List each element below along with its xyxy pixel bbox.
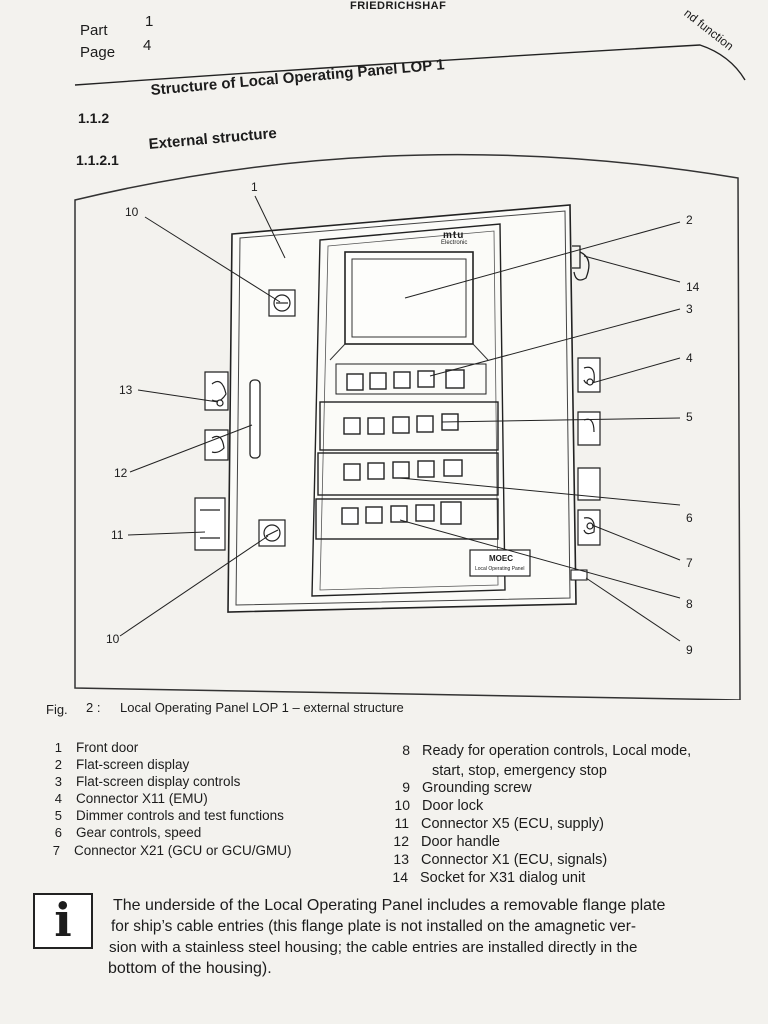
page-label: Page xyxy=(80,44,116,61)
callout-11: 11 xyxy=(111,528,124,542)
note-line-3: sion with a stainless steel housing; the… xyxy=(109,939,638,956)
callout-3: 3 xyxy=(686,302,693,316)
callout-14: 14 xyxy=(686,280,700,294)
figure-frame: mtu Electronic MOEC Local Operating Pane… xyxy=(73,118,743,700)
callout-5: 5 xyxy=(686,410,693,424)
label-plate-title: MOEC xyxy=(489,554,513,563)
note-line-1: The underside of the Local Operating Pan… xyxy=(113,897,666,914)
part-label: Part xyxy=(80,22,108,39)
callout-1: 1 xyxy=(251,180,258,194)
brand-sub: Electronic xyxy=(441,240,468,246)
note-line-2: for ship’s cable entries (this flange pl… xyxy=(111,918,636,935)
figure-caption-label: Fig. xyxy=(46,702,68,717)
section-number-1: 1.1.2 xyxy=(78,110,110,126)
info-icon-box: i xyxy=(33,893,93,949)
header-rule xyxy=(74,44,746,86)
callout-12: 12 xyxy=(114,466,128,480)
figure-drawing xyxy=(74,153,741,700)
info-icon: i xyxy=(54,893,72,947)
brand-logo: mtu xyxy=(443,230,465,241)
callout-10-top: 10 xyxy=(125,205,139,219)
part-value: 1 xyxy=(145,13,154,30)
figure-caption-text: Local Operating Panel LOP 1 – external s… xyxy=(120,700,404,715)
page-value: 4 xyxy=(143,37,152,54)
note-line-4: bottom of the housing). xyxy=(108,960,272,977)
section-number-2: 1.1.2.1 xyxy=(76,152,119,168)
legend-item-cont: start, stop, emergency stop xyxy=(432,763,607,779)
callout-10-bottom: 10 xyxy=(106,632,120,646)
callout-8: 8 xyxy=(686,597,693,611)
company-name: FRIEDRICHSHAF xyxy=(350,0,447,12)
callout-9: 9 xyxy=(686,643,693,657)
callout-7: 7 xyxy=(686,556,693,570)
callout-13: 13 xyxy=(119,383,133,397)
label-plate-sub: Local Operating Panel xyxy=(475,566,525,572)
callout-4: 4 xyxy=(686,351,693,365)
callout-6: 6 xyxy=(686,511,693,525)
button-row-1 xyxy=(335,363,487,395)
figure-caption-number: 2 : xyxy=(86,700,101,715)
callout-2: 2 xyxy=(686,213,693,227)
